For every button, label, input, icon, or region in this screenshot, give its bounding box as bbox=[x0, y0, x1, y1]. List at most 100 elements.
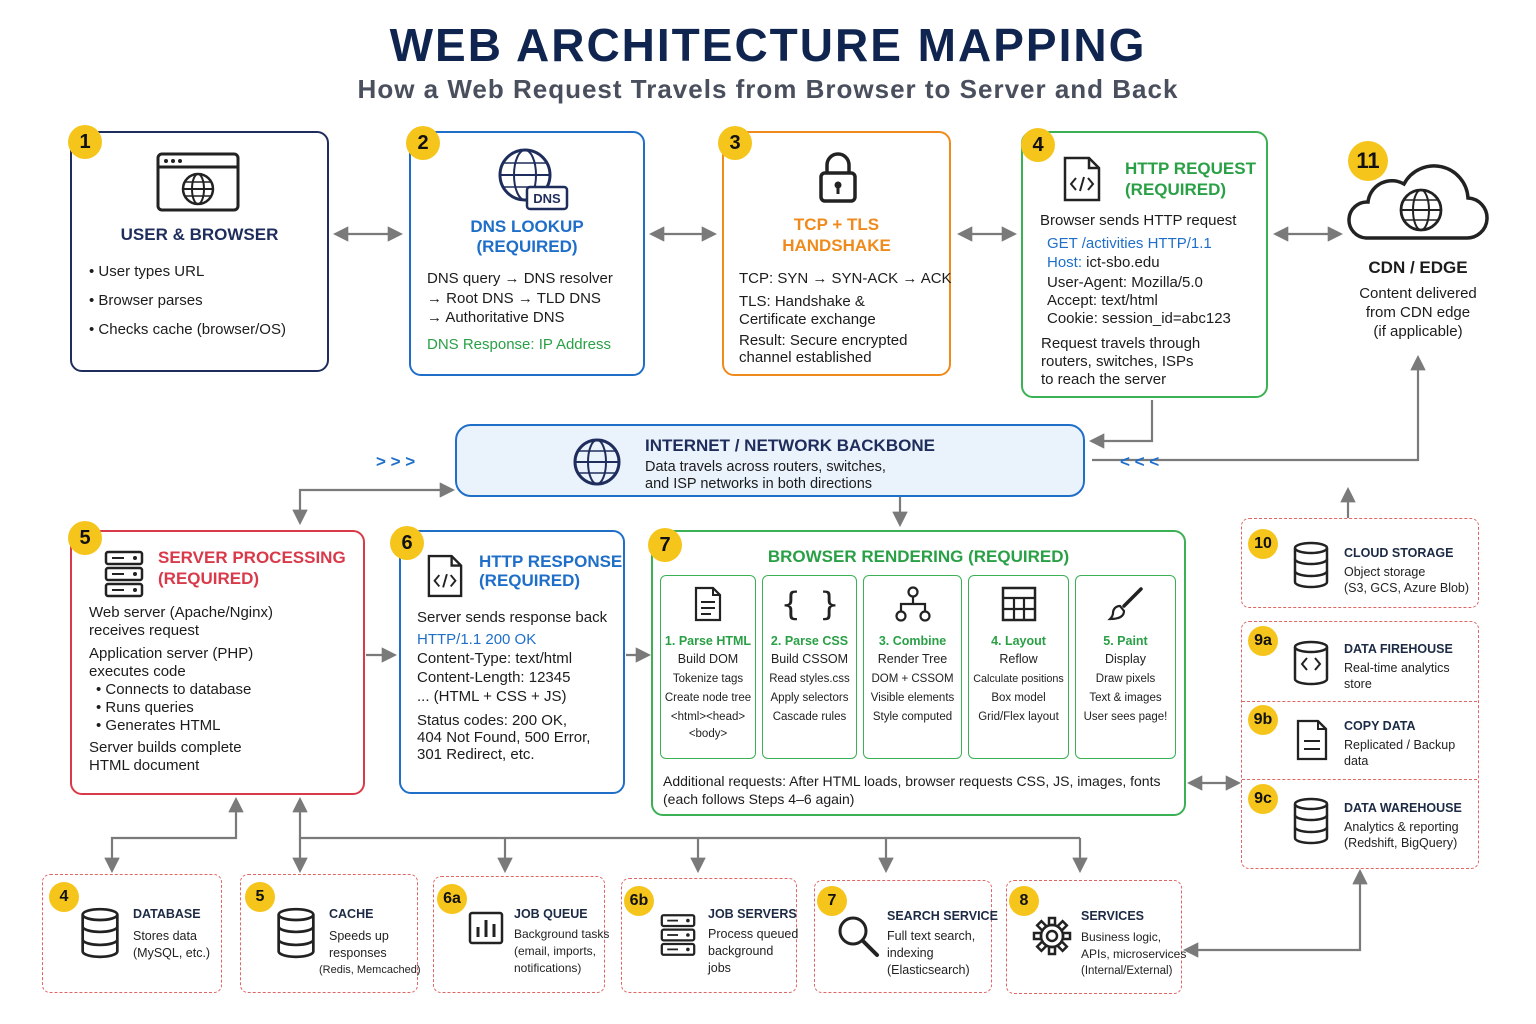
service-title: JOB QUEUE bbox=[514, 907, 588, 921]
grid-layout-icon bbox=[1001, 586, 1036, 622]
tree-icon bbox=[894, 586, 931, 622]
render-substep-paint: 5. Paint Display Draw pixels Text & imag… bbox=[1075, 575, 1176, 759]
service-badge: 5 bbox=[245, 882, 275, 912]
step-1-bullet: • User types URL bbox=[89, 263, 205, 280]
service-title: SERVICES bbox=[1081, 909, 1144, 923]
step-5-line: executes code bbox=[89, 663, 186, 680]
step-4-header: User-Agent: Mozilla/5.0 bbox=[1047, 274, 1203, 291]
arrow-internet-5 bbox=[292, 482, 456, 526]
substep-desc: Reflow bbox=[999, 652, 1038, 666]
render-substep-layout: 4. Layout Reflow Calculate positions Box… bbox=[968, 575, 1069, 759]
step-2-badge: 2 bbox=[406, 126, 440, 160]
substep-line: Style computed bbox=[872, 711, 953, 723]
substep-desc: Build CSSOM bbox=[770, 652, 849, 666]
substep-line: Box model bbox=[991, 692, 1046, 704]
copy-data-badge: 9b bbox=[1248, 705, 1278, 735]
service-line: APIs, microservices bbox=[1081, 947, 1187, 961]
service-line: responses bbox=[329, 946, 387, 960]
step-dns-lookup: DNS DNS LOOKUP (REQUIRED) DNS query → DN… bbox=[409, 131, 645, 376]
step-5-line: HTML document bbox=[89, 757, 200, 774]
service-badge: 8 bbox=[1009, 886, 1039, 916]
step-2-response: DNS Response: IP Address bbox=[427, 336, 611, 353]
service-line: (Redis, Memcached) bbox=[319, 964, 421, 976]
step-7-note: Additional requests: After HTML loads, b… bbox=[663, 773, 1161, 789]
divider bbox=[1242, 779, 1477, 780]
database-icon bbox=[81, 907, 119, 959]
document-icon bbox=[694, 586, 722, 622]
step-3-tls: Certificate exchange bbox=[739, 311, 876, 328]
bar-chart-icon bbox=[468, 911, 504, 945]
internet-line: and ISP networks in both directions bbox=[645, 476, 873, 492]
step-5-line: receives request bbox=[89, 622, 200, 639]
warehouse-badge: 9c bbox=[1248, 784, 1278, 814]
step-2-line: → Root DNS → TLD DNS bbox=[427, 290, 601, 307]
substep-line: <html><head> bbox=[670, 711, 746, 723]
network-globe-icon bbox=[573, 438, 621, 486]
step-5-line: Application server (PHP) bbox=[89, 645, 254, 662]
dns-globe-icon: DNS bbox=[498, 148, 569, 211]
cloud-storage-line: Object storage bbox=[1344, 565, 1426, 579]
step-tcp-tls-handshake: TCP + TLS HANDSHAKE TCP: SYN → SYN-ACK →… bbox=[722, 131, 952, 376]
server-rack-icon bbox=[104, 550, 144, 598]
step-4-header: Accept: text/html bbox=[1047, 292, 1158, 309]
substep-title: 4. Layout bbox=[991, 634, 1046, 648]
firehouse-database-icon bbox=[1293, 640, 1329, 686]
cloud-storage-box: CLOUD STORAGE Object storage (S3, GCS, A… bbox=[1241, 518, 1479, 608]
step-3-result: channel established bbox=[739, 349, 872, 366]
arrow-4-internet bbox=[1088, 400, 1154, 449]
substep-line: User sees page! bbox=[1083, 711, 1168, 723]
step-5-line: • Runs queries bbox=[96, 699, 194, 716]
service-title: DATABASE bbox=[133, 907, 201, 921]
copy-data-title: COPY DATA bbox=[1344, 719, 1416, 733]
step-5-badge: 5 bbox=[68, 521, 102, 555]
step-6-codes: Status codes: 200 OK, bbox=[417, 712, 568, 729]
divider bbox=[1242, 701, 1477, 702]
step-1-badge: 1 bbox=[68, 125, 102, 159]
service-badge: 7 bbox=[817, 886, 847, 916]
braces-icon: { } bbox=[781, 585, 839, 623]
substep-line: Tokenize tags bbox=[672, 673, 744, 685]
step-3-title-sub: HANDSHAKE bbox=[782, 236, 891, 255]
arrow-services-warehouse bbox=[1182, 868, 1368, 958]
substep-line: Grid/Flex layout bbox=[978, 711, 1059, 723]
firehouse-line: store bbox=[1344, 677, 1372, 691]
substep-line: Visible elements bbox=[870, 692, 955, 704]
browser-window-icon bbox=[156, 152, 240, 212]
step-4-host-key: Host: bbox=[1047, 254, 1083, 271]
warehouse-line: Analytics & reporting bbox=[1344, 820, 1459, 834]
step-3-tcp: TCP: SYN → SYN-ACK → ACK bbox=[739, 270, 952, 287]
substep-line: Draw pixels bbox=[1095, 673, 1156, 685]
data-stores-box: DATA FIREHOUSE Real-time analytics store… bbox=[1241, 621, 1479, 869]
substep-line: Text & images bbox=[1089, 692, 1162, 704]
substep-line: Apply selectors bbox=[770, 692, 849, 704]
step-browser-rendering: BROWSER RENDERING (REQUIRED) 1. Parse HT… bbox=[651, 530, 1186, 816]
job-server-icon bbox=[660, 914, 696, 956]
lock-icon bbox=[819, 152, 857, 203]
svg-text:{ }: { } bbox=[781, 585, 839, 623]
service-title: JOB SERVERS bbox=[708, 907, 797, 921]
step-6-intro: Server sends response back bbox=[417, 609, 608, 626]
step-6-title: HTTP RESPONSE bbox=[479, 552, 623, 571]
step-11-badge: 11 bbox=[1348, 141, 1388, 181]
service-line: Full text search, bbox=[887, 929, 976, 943]
service-line: Background tasks bbox=[514, 927, 610, 941]
service-line: (MySQL, etc.) bbox=[133, 946, 211, 960]
step-4-travel: routers, switches, ISPs bbox=[1041, 353, 1194, 370]
substep-title: 1. Parse HTML bbox=[664, 634, 752, 648]
step-4-get: GET /activities HTTP/1.1 bbox=[1047, 235, 1212, 252]
substep-title: 3. Combine bbox=[878, 634, 947, 648]
cloud-storage-badge: 10 bbox=[1248, 529, 1278, 559]
step-7-badge: 7 bbox=[648, 528, 682, 562]
internet-title: INTERNET / NETWORK BACKBONE bbox=[645, 436, 935, 455]
step-7-note: (each follows Steps 4–6 again) bbox=[663, 791, 855, 807]
step-4-host: Host: ict-sbo.edu bbox=[1047, 254, 1160, 272]
cloud-storage-title: CLOUD STORAGE bbox=[1344, 546, 1454, 560]
step-5-line: • Connects to database bbox=[96, 681, 252, 698]
substep-desc: Build DOM bbox=[677, 652, 739, 666]
render-substep-parse-html: 1. Parse HTML Build DOM Tokenize tags Cr… bbox=[660, 575, 756, 759]
step-3-badge: 3 bbox=[718, 126, 752, 160]
service-line: Process queued bbox=[708, 927, 799, 941]
step-6-line: ... (HTML + CSS + JS) bbox=[417, 688, 567, 705]
internet-backbone: INTERNET / NETWORK BACKBONE Data travels… bbox=[455, 424, 1085, 497]
